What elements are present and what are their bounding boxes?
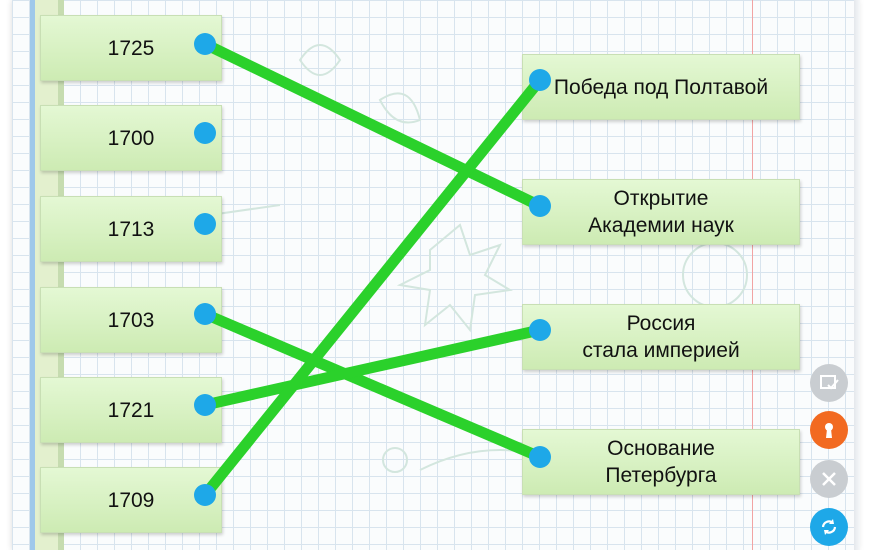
margin-line xyxy=(752,0,753,550)
year-label: 1700 xyxy=(107,126,155,150)
leaf-doodle xyxy=(396,223,513,333)
event-label-line1: Основание xyxy=(607,437,715,460)
connection-line xyxy=(199,74,546,501)
left-connector-dot[interactable] xyxy=(194,303,216,325)
left-connector-dot[interactable] xyxy=(194,33,216,55)
left-connector-dot[interactable] xyxy=(194,213,216,235)
left-connector-dot[interactable] xyxy=(194,394,216,416)
butterfly-doodle xyxy=(298,44,342,76)
circle-doodle xyxy=(382,447,408,473)
page-edge xyxy=(854,0,860,550)
clear-button[interactable] xyxy=(810,460,848,498)
butterfly-doodle-2 xyxy=(378,92,422,124)
event-card-petersburg[interactable]: Основание Петербурга xyxy=(522,429,800,495)
event-card-empire[interactable]: Россия стала империей xyxy=(522,304,800,370)
year-label: 1709 xyxy=(107,488,155,512)
year-card-1713[interactable]: 1713 xyxy=(40,196,222,262)
year-label: 1721 xyxy=(107,398,155,422)
event-label-line2: Петербурга xyxy=(605,464,717,487)
reset-button[interactable] xyxy=(810,508,848,546)
check-note-icon xyxy=(820,375,839,390)
left-connector-dot[interactable] xyxy=(194,484,216,506)
left-connector-dot[interactable] xyxy=(194,122,216,144)
connection-line xyxy=(199,324,546,411)
event-label-line2: Академии наук xyxy=(588,214,734,237)
notebook-binding xyxy=(30,0,64,550)
answer-button[interactable] xyxy=(810,411,848,449)
year-card-1700[interactable]: 1700 xyxy=(40,105,222,171)
event-label-line1: Россия xyxy=(626,312,696,335)
year-label: 1703 xyxy=(107,308,155,332)
check-button[interactable] xyxy=(810,364,848,402)
year-card-1709[interactable]: 1709 xyxy=(40,467,222,533)
event-label-line1: Открытие xyxy=(613,187,709,210)
close-icon xyxy=(822,472,836,486)
right-connector-dot[interactable] xyxy=(529,69,551,91)
right-connector-dot[interactable] xyxy=(529,319,551,341)
year-card-1725[interactable]: 1725 xyxy=(40,15,222,81)
year-label: 1725 xyxy=(107,36,155,60)
year-label: 1713 xyxy=(107,217,155,241)
refresh-icon xyxy=(821,519,837,535)
right-connector-dot[interactable] xyxy=(529,195,551,217)
event-card-academy[interactable]: Открытие Академии наук xyxy=(522,179,800,245)
connection-line xyxy=(199,308,546,463)
event-label-line2: стала империей xyxy=(582,339,740,362)
event-card-poltava[interactable]: Победа под Полтавой xyxy=(522,54,800,120)
right-connector-dot[interactable] xyxy=(529,446,551,468)
year-card-1721[interactable]: 1721 xyxy=(40,377,222,443)
keyhole-icon xyxy=(825,423,833,438)
connection-line xyxy=(199,38,546,212)
event-label-line1: Победа под Полтавой xyxy=(553,75,769,99)
